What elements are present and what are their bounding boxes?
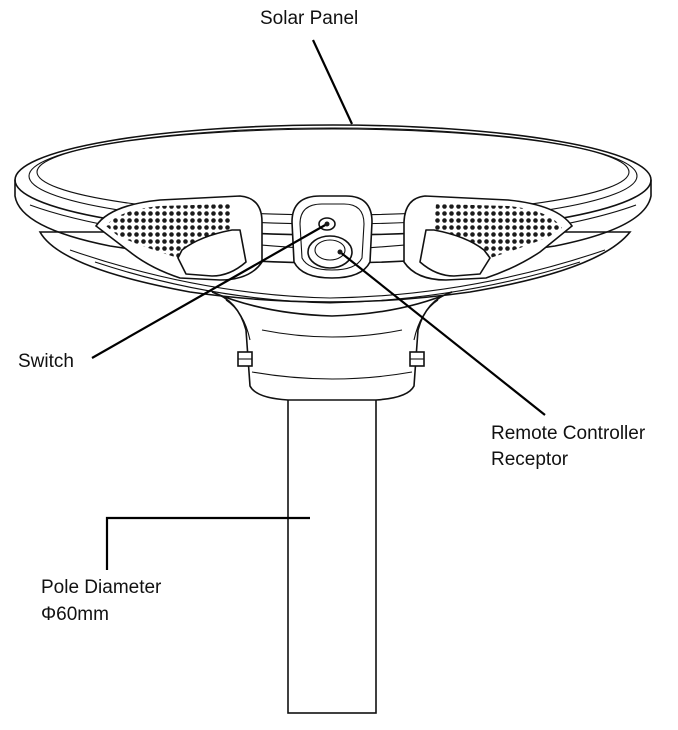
remote-receptor-label-line1: Remote Controller (491, 423, 646, 444)
leader-switch (91, 221, 330, 359)
leader-solar-panel (312, 39, 353, 125)
left-set-screw (237, 351, 253, 367)
lamp-head (14, 124, 652, 401)
left-led-module (94, 195, 263, 281)
remote-receptor-label-line2: Receptor (491, 449, 569, 470)
right-set-screw (409, 351, 425, 367)
remote-sensor (307, 235, 353, 269)
leader-pole-diameter (105, 516, 310, 570)
center-sensor-module (291, 195, 373, 279)
pole (287, 397, 377, 714)
right-led-module (403, 195, 574, 281)
pole-diameter-label-line2: Φ60mm (41, 604, 109, 625)
switch-label: Switch (18, 351, 74, 372)
solar-panel-label: Solar Panel (260, 8, 359, 29)
leader-remote-receptor (337, 249, 546, 416)
pole-diameter-label-line1: Pole Diameter (41, 577, 162, 598)
